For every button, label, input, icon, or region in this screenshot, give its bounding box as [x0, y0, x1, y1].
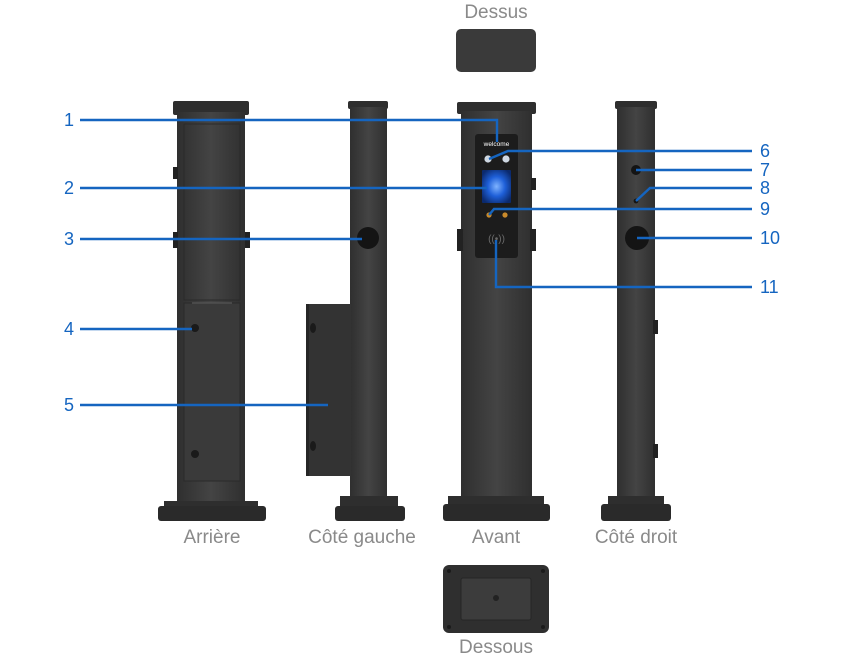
- callout-lines: [80, 118, 752, 407]
- rfid-reader-icon: ((•)): [488, 234, 505, 245]
- callout-10: 10: [760, 228, 780, 248]
- front-base: [443, 504, 550, 521]
- leader-6: [488, 149, 752, 161]
- button-icon: [502, 212, 508, 218]
- back-view: [158, 101, 266, 521]
- leader-9: [488, 207, 752, 216]
- label-right-side: Côté droit: [595, 527, 678, 548]
- callout-6: 6: [760, 141, 770, 161]
- callout-numbers: 1 2 3 4 5 6 7 8 9 10 11: [64, 110, 780, 415]
- callout-11: 11: [760, 277, 779, 297]
- left-base: [335, 506, 405, 521]
- label-front: Avant: [472, 527, 521, 548]
- top-cap: [456, 29, 536, 72]
- callout-5: 5: [64, 395, 74, 415]
- status-led-icon: [502, 155, 510, 163]
- bottom-view: [443, 565, 549, 633]
- display-screen: [482, 170, 511, 203]
- lock-icon: [191, 450, 199, 458]
- welcome-text: welcome: [483, 141, 510, 148]
- label-top: Dessus: [464, 2, 527, 23]
- label-left-side: Côté gauche: [308, 527, 416, 548]
- front-view: welcome ((•)): [443, 102, 550, 521]
- socket-icon: [357, 227, 379, 249]
- left-pillar: [350, 107, 387, 508]
- label-back: Arrière: [183, 527, 240, 548]
- callout-4: 4: [64, 319, 74, 339]
- label-bottom: Dessous: [459, 637, 533, 658]
- right-side-view: [601, 101, 671, 521]
- lock-icon: [191, 324, 199, 332]
- leader-1: [80, 118, 499, 142]
- callout-7: 7: [760, 160, 770, 180]
- callout-8: 8: [760, 178, 770, 198]
- leader-11: [494, 240, 752, 289]
- back-base: [158, 506, 266, 521]
- leader-8: [635, 186, 752, 202]
- callout-9: 9: [760, 199, 770, 219]
- callout-1: 1: [64, 110, 74, 130]
- status-led-icon: [484, 155, 492, 163]
- callout-2: 2: [64, 178, 74, 198]
- callout-3: 3: [64, 229, 74, 249]
- right-base: [601, 504, 671, 521]
- top-view: [456, 29, 536, 72]
- left-side-view: [306, 101, 405, 521]
